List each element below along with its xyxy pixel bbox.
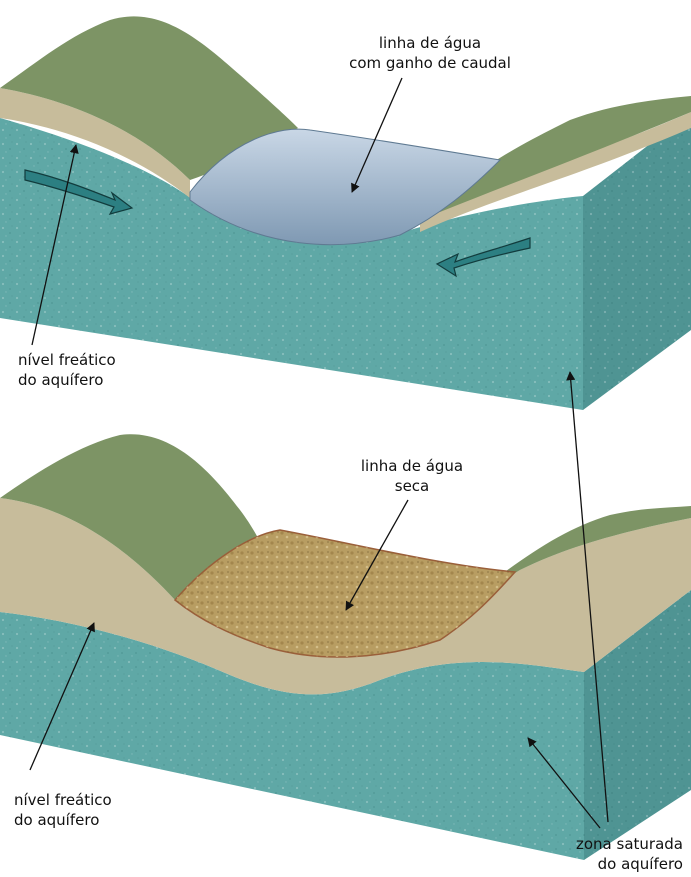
- label-gaining-stream: linha de água com ganho de caudal: [349, 33, 511, 73]
- bottom-left-grass: [0, 434, 268, 600]
- pointer-top-water-table: [31, 144, 79, 346]
- pointer-bottom-water-table: [29, 622, 95, 771]
- top-left-grass: [0, 16, 298, 181]
- label-bottom-water-table-line2: do aquífero: [14, 811, 100, 829]
- label-dry-stream-line1: linha de água: [360, 457, 464, 475]
- label-gaining-stream-line2: com ganho de caudal: [349, 54, 511, 72]
- label-saturated-zone: zona saturada do aquífero: [576, 834, 683, 874]
- label-top-water-table-line1: nível freático: [18, 351, 116, 369]
- label-dry-stream-line2: seca: [394, 477, 430, 495]
- bottom-block: [0, 434, 691, 860]
- top-right-grass: [440, 96, 691, 212]
- top-block: [0, 16, 691, 410]
- pointer-gaining-stream: [351, 77, 403, 193]
- label-bottom-water-table: nível freático do aquífero: [14, 790, 112, 830]
- pointer-dry-stream: [345, 499, 409, 611]
- label-saturated-zone-line1: zona saturada: [576, 835, 683, 853]
- pointer-saturated-bottom: [527, 737, 601, 829]
- left-inflow-arrow: [24, 169, 134, 215]
- label-dry-stream: linha de água seca: [361, 456, 463, 496]
- top-soil-band: [0, 88, 190, 198]
- bottom-unsaturated-soil: [0, 498, 691, 695]
- label-saturated-zone-line2: do aquífero: [597, 855, 683, 873]
- label-top-water-table: nível freático do aquífero: [18, 350, 116, 390]
- right-inflow-arrow: [435, 237, 531, 278]
- label-gaining-stream-line1: linha de água: [378, 34, 482, 52]
- pointer-saturated-top: [566, 371, 609, 823]
- pointer-lines: [29, 77, 609, 829]
- bottom-right-grass: [470, 506, 691, 598]
- top-stream-water: [189, 128, 502, 246]
- label-top-water-table-line2: do aquífero: [18, 371, 104, 389]
- label-bottom-water-table-line1: nível freático: [14, 791, 112, 809]
